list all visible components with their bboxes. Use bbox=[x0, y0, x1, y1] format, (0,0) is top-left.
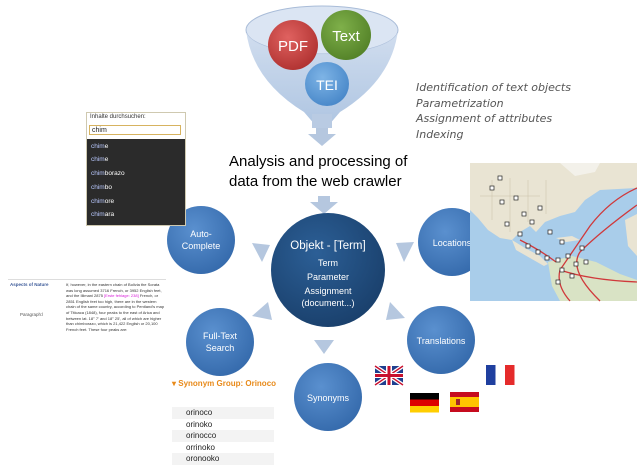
center-line-term: Term bbox=[318, 258, 338, 268]
text-circle: Text bbox=[321, 10, 371, 60]
tei-label: TEI bbox=[316, 77, 338, 93]
france-flag-icon bbox=[486, 365, 515, 385]
spoke-arrows bbox=[252, 242, 414, 354]
fulltext-label-2: Search bbox=[206, 343, 235, 353]
center-line-document: (document...) bbox=[301, 298, 354, 308]
uk-flag-icon bbox=[373, 364, 405, 387]
germany-flag-icon bbox=[410, 393, 439, 413]
processing-steps: Identification of text objects Parametri… bbox=[416, 80, 571, 142]
center-title: Objekt - [Term] bbox=[290, 240, 365, 252]
fulltext-node: Full-Text Search bbox=[186, 308, 254, 376]
suggestion-item[interactable]: chimore bbox=[91, 198, 115, 205]
text-label: Text bbox=[332, 28, 360, 45]
synonym-item: orinoko bbox=[186, 419, 213, 429]
synonym-item: orinocco bbox=[172, 430, 274, 442]
suggestion-item[interactable]: chime bbox=[91, 143, 109, 150]
step-parametrization: Parametrization bbox=[416, 96, 504, 110]
synonym-item: orrinoko bbox=[186, 442, 215, 452]
step-identification: Identification of text objects bbox=[416, 81, 571, 94]
autocomplete-label-2: Complete bbox=[182, 241, 221, 251]
map-markers bbox=[489, 175, 589, 285]
suggestion-item[interactable]: chimbo bbox=[91, 184, 112, 191]
translations-node: Translations bbox=[407, 306, 475, 374]
center-line-parameter: Parameter bbox=[307, 272, 349, 282]
autocomplete-label-1: Auto- bbox=[190, 229, 212, 239]
locations-label: Locations bbox=[433, 238, 472, 248]
suggestion-item[interactable]: chimara bbox=[91, 211, 115, 218]
center-object-circle: Objekt - [Term] Term Parameter Assignmen… bbox=[271, 213, 385, 327]
synonym-item: oronooko bbox=[172, 453, 274, 465]
suggestion-item[interactable]: chimborazo bbox=[91, 170, 125, 177]
spain-flag-icon bbox=[450, 392, 479, 412]
synonym-group-header[interactable]: ▾ Synonym Group: Orinoco bbox=[172, 379, 277, 388]
locations-node: Locations bbox=[418, 208, 486, 276]
fulltext-label-1: Full-Text bbox=[203, 331, 238, 341]
locations-map bbox=[470, 163, 637, 302]
pdf-label: PDF bbox=[278, 38, 308, 55]
center-line-assignment: Assignment bbox=[304, 286, 352, 296]
diagram-title: Analysis and processing of data from the… bbox=[229, 153, 408, 190]
step-assignment: Assignment of attributes bbox=[416, 112, 553, 125]
title-arrow bbox=[310, 196, 338, 214]
suggestion-item[interactable]: chime bbox=[91, 156, 109, 163]
pdf-circle: PDF bbox=[268, 20, 318, 70]
autocomplete-panel: Inhalte durchsuchen: chim chime chime ch… bbox=[86, 112, 186, 226]
funnel-arrow bbox=[308, 128, 336, 146]
search-label: Inhalte durchsuchen: bbox=[90, 114, 146, 120]
tei-circle: TEI bbox=[305, 62, 349, 106]
paragraph-label: Paragraph:l bbox=[20, 312, 44, 317]
fulltext-result-panel: Aspects of Nature Paragraph:l If, howeve… bbox=[8, 279, 166, 332]
suggestion-list: chime chime chimborazo chimbo chimore ch… bbox=[87, 139, 185, 225]
aspects-of-nature-label: Aspects of Nature bbox=[10, 282, 49, 287]
step-indexing: Indexing bbox=[416, 127, 464, 141]
triangle-down-icon: ▾ bbox=[172, 379, 179, 388]
synonym-item: orinoco bbox=[172, 407, 274, 419]
synonyms-label: Synonyms bbox=[307, 393, 350, 403]
synonym-list: orinoco orinoko orinocco orrinoko oronoo… bbox=[172, 398, 274, 465]
result-text: If, however, in the eastern chain of Bol… bbox=[66, 282, 165, 332]
synonyms-node: Synonyms bbox=[294, 363, 362, 431]
search-input[interactable]: chim bbox=[89, 125, 181, 135]
translations-label: Translations bbox=[417, 336, 466, 346]
